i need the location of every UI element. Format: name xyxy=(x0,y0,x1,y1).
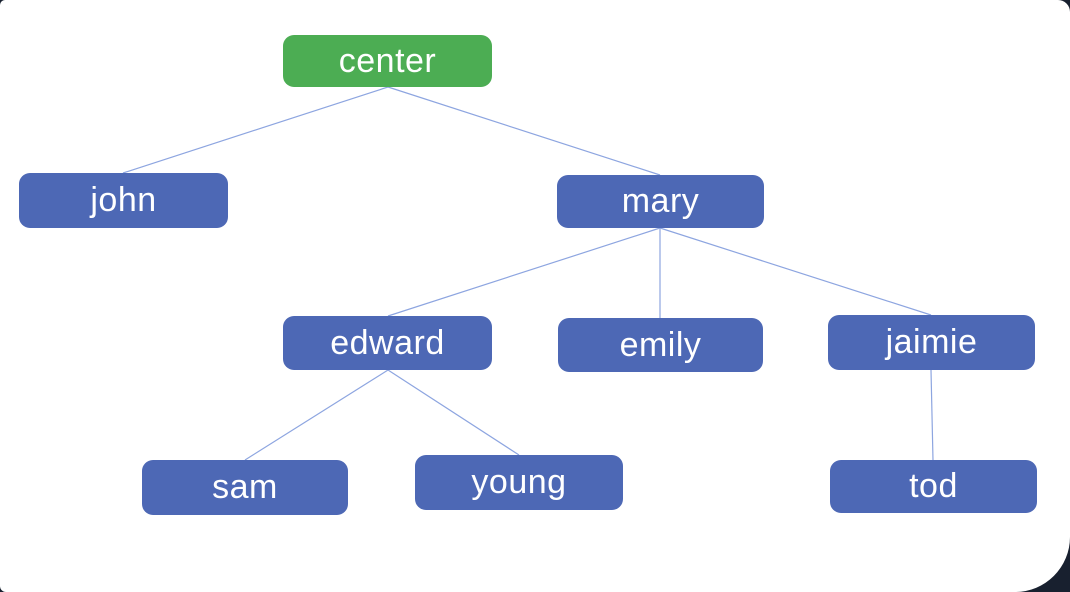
tree-node-emily: emily xyxy=(558,318,763,372)
tree-node-center: center xyxy=(283,35,492,87)
tree-node-tod: tod xyxy=(830,460,1037,513)
tree-node-young: young xyxy=(415,455,623,510)
tree-node-sam: sam xyxy=(142,460,348,515)
tree-node-john: john xyxy=(19,173,228,228)
tree-node-edward: edward xyxy=(283,316,492,370)
tree-node-mary: mary xyxy=(557,175,764,228)
tree-node-jaimie: jaimie xyxy=(828,315,1035,370)
